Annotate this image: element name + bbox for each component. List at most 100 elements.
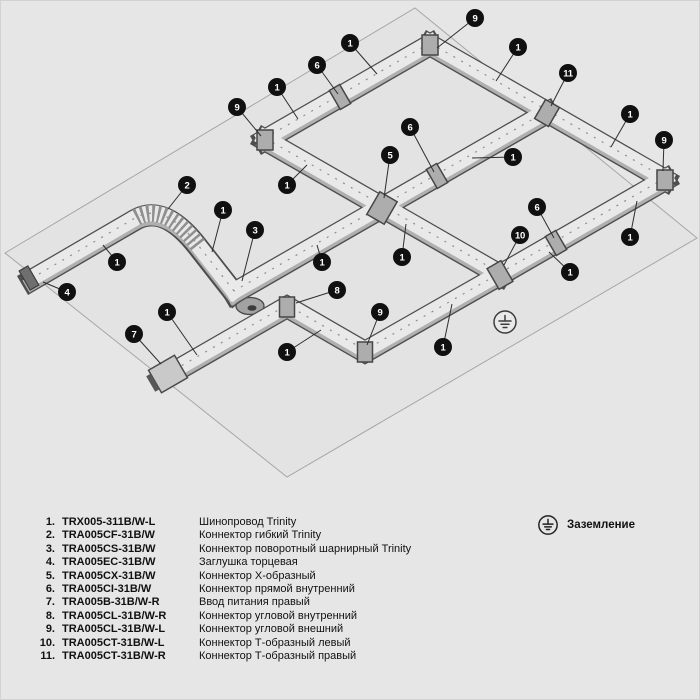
callout-badge-1 xyxy=(621,228,639,246)
legend-item-desc: Ввод питания правый xyxy=(199,596,310,609)
callout-number: 1 xyxy=(568,267,574,278)
callout-number: 1 xyxy=(516,42,522,53)
straight-connector xyxy=(544,229,568,257)
callout-badge-2 xyxy=(178,176,196,194)
callout-number: 1 xyxy=(511,152,517,163)
grounding-label: Заземление xyxy=(567,519,636,531)
legend-item: 9. TRA005CL-31B/W-L Коннектор угловой внеш… xyxy=(28,623,411,636)
callout-number: 9 xyxy=(473,13,478,24)
legend-item-code: TRA005CT-31B/W-R xyxy=(62,650,166,663)
callout-number: 1 xyxy=(275,82,281,93)
x-connector xyxy=(365,190,399,226)
legend-item-code: TRA005CI-31B/W xyxy=(62,583,152,596)
callout-number: 5 xyxy=(388,150,394,161)
callout-number: 10 xyxy=(515,230,525,241)
callout-badge-1 xyxy=(278,343,296,361)
legend-item-desc: Заглушка торцевая xyxy=(199,556,298,569)
callout-badge-1 xyxy=(504,148,522,166)
legend-item-desc: Коннектор поворотный шарнирный Trinity xyxy=(199,542,412,555)
callout-badge-1 xyxy=(214,201,232,219)
callout-number: 9 xyxy=(662,135,667,146)
callout-number: 6 xyxy=(408,122,413,133)
callout-number: 1 xyxy=(628,109,634,120)
callout-number: 4 xyxy=(65,287,71,298)
callout-badge-10 xyxy=(511,226,529,244)
callout-badge-6 xyxy=(308,56,326,74)
callout-number: 1 xyxy=(348,38,354,49)
legend-item-number: 7. xyxy=(45,596,55,609)
legend-item-code: TRX005-311B/W-L xyxy=(62,516,156,528)
legend-item-number: 9. xyxy=(45,623,55,636)
legend-item-desc: Коннектор угловой внешний xyxy=(199,623,344,636)
callout-badge-1 xyxy=(509,38,527,56)
callout-number: 3 xyxy=(253,225,258,236)
legend-item: 6. TRA005CI-31B/W Коннектор прямой внутрен… xyxy=(28,583,411,596)
legend-item-number: 1. xyxy=(45,516,55,528)
grounding-symbol xyxy=(493,310,517,334)
grounding-icon xyxy=(538,515,558,535)
legend-item-number: 6. xyxy=(45,583,55,596)
callout-badge-6 xyxy=(528,198,546,216)
callout-number: 1 xyxy=(400,252,406,263)
legend-item-code: TRA005CX-31B/W xyxy=(62,569,156,582)
callout-badge-1 xyxy=(434,338,452,356)
power-feed xyxy=(146,354,189,394)
callout-badge-5 xyxy=(381,146,399,164)
callout-badge-1 xyxy=(341,34,359,52)
callout-number: 1 xyxy=(628,232,634,243)
callout-badge-3 xyxy=(246,221,264,239)
callout-number: 6 xyxy=(315,60,320,71)
callout-number: 8 xyxy=(335,285,340,296)
legend-item-code: TRA005CT-31B/W-L xyxy=(62,636,165,649)
legend-item-code: TRA005CL-31B/W-R xyxy=(62,609,167,622)
legend-item-desc: Коннектор X-образный xyxy=(199,569,316,582)
legend-item-code: TRA005CF-31B/W xyxy=(62,529,155,542)
callout-badge-1 xyxy=(621,105,639,123)
callout-badge-1 xyxy=(268,78,286,96)
legend-item-desc: Шинопровод Trinity xyxy=(199,516,297,528)
callout-badge-7 xyxy=(125,325,143,343)
straight-connector xyxy=(328,83,352,111)
legend-item-desc: Коннектор Т-образный правый xyxy=(199,650,357,663)
callout-badge-6 xyxy=(401,118,419,136)
callout-badge-11 xyxy=(559,64,577,82)
legend-item: 1. TRX005-311B/W-L Шинопровод Trinity xyxy=(28,516,411,529)
callout-badge-9 xyxy=(466,9,484,27)
legend-item-desc: Коннектор гибкий Trinity xyxy=(199,529,322,542)
callout-number: 9 xyxy=(235,102,240,113)
legend-item-number: 10. xyxy=(39,636,55,649)
callout-number: 1 xyxy=(285,347,291,358)
callout-badge-1 xyxy=(158,303,176,321)
callout-number: 2 xyxy=(185,180,190,191)
t-connector xyxy=(486,259,514,291)
legend-item-desc: Коннектор прямой внутренний xyxy=(199,583,355,596)
end-cap xyxy=(18,265,40,291)
legend-item-code: TRA005EC-31B/W xyxy=(62,556,156,569)
grounding-legend: Заземление xyxy=(537,514,635,536)
callout-number: 1 xyxy=(221,205,227,216)
legend-item-desc: Коннектор угловой внутренний xyxy=(199,609,358,622)
callout-number: 11 xyxy=(563,68,573,79)
callout-number: 1 xyxy=(441,342,447,353)
callout-badge-1 xyxy=(313,253,331,271)
corner-connector xyxy=(356,341,374,363)
corner-connector xyxy=(656,169,674,191)
callout-badge-1 xyxy=(561,263,579,281)
legend-item-number: 5. xyxy=(45,569,55,582)
callout-number: 1 xyxy=(165,307,171,318)
callout-badge-9 xyxy=(228,98,246,116)
callout-number: 6 xyxy=(535,202,540,213)
legend-item-code: TRA005CL-31B/W-L xyxy=(62,623,166,636)
legend-item-number: 3. xyxy=(45,542,55,555)
